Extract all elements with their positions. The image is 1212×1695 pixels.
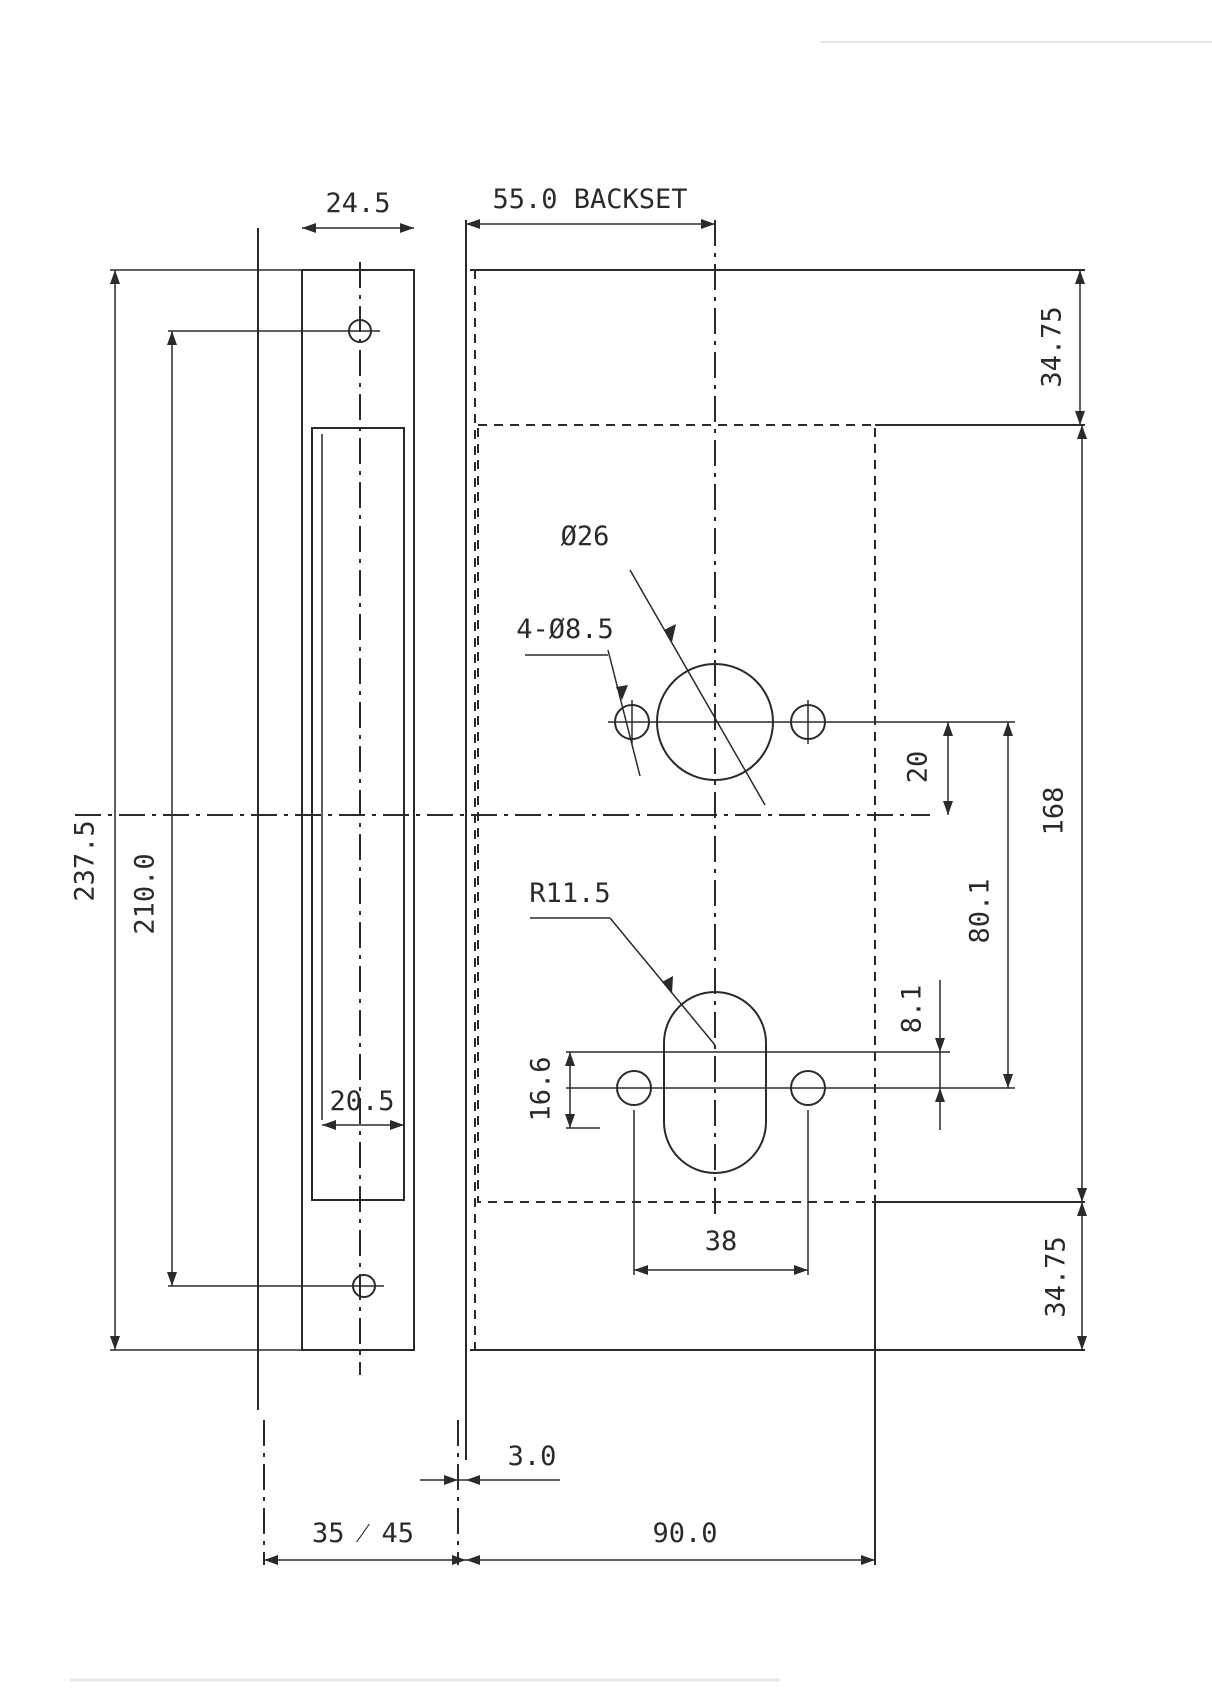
label-spindle-hole: Ø26 (561, 521, 610, 552)
label-fixing-holes: 4-Ø8.5 (516, 614, 614, 645)
dim-backset: 55.0 BACKSET (466, 184, 715, 229)
leader-fixing-holes: 4-Ø8.5 (516, 614, 641, 777)
dim-bottom-margin: 34.75 (1041, 1202, 1087, 1350)
dim-faceplate-height: 237.5 (70, 269, 302, 1351)
label-fixing-horizontal: 38 (705, 1226, 738, 1257)
leader-cylinder-radius: R11.5 (529, 878, 716, 1046)
dim-faceplate-width: 24.5 (302, 188, 414, 233)
dim-case-depth: 90.0 (466, 1518, 875, 1565)
dim-fixing-horizontal: 38 (634, 1226, 808, 1275)
label-fixing-vertical: 16.6 (526, 1056, 557, 1121)
label-case-depth: 90.0 (652, 1518, 717, 1549)
label-slot-width: 20.5 (329, 1086, 394, 1117)
label-cylinder-radius: R11.5 (529, 878, 610, 909)
label-spindle-offset: 20 (903, 751, 934, 784)
dim-fixing-vertical: 16.6 (526, 1052, 575, 1128)
faceplate (301, 262, 415, 1375)
dim-center-to-center: 80.1 (850, 722, 1015, 1089)
label-faceplate-thickness: 3.0 (508, 1441, 557, 1472)
label-door-thickness: 35 ⁄ 45 (312, 1518, 414, 1549)
label-bottom-margin: 34.75 (1041, 1236, 1072, 1317)
label-screw-spacing: 210.0 (130, 853, 161, 934)
spindle-assembly (608, 663, 1015, 781)
cylinder-hole (663, 991, 767, 1174)
dim-case-height: 168 (1039, 425, 1087, 1202)
dim-slot-width: 20.5 (322, 1086, 404, 1130)
label-top-margin: 34.75 (1037, 306, 1068, 387)
lock-case (470, 269, 1085, 1565)
faceplate-outline (301, 269, 415, 1351)
dim-faceplate-thickness: 3.0 (420, 1441, 560, 1485)
label-backset: 55.0 BACKSET (492, 184, 687, 215)
leader-spindle-hole: Ø26 (561, 521, 766, 806)
label-faceplate-height: 237.5 (70, 820, 101, 901)
dim-top-margin: 34.75 (1037, 270, 1085, 425)
dim-spindle-offset: 20 (903, 722, 953, 815)
mechanism-outline (477, 424, 876, 1203)
dim-screw-spacing: 210.0 (130, 330, 344, 1287)
label-case-height: 168 (1039, 787, 1070, 836)
cylinder-assembly (566, 991, 950, 1275)
label-center-to-center: 80.1 (965, 878, 996, 943)
dim-cylinder-offset: 8.1 (897, 980, 945, 1130)
dim-door-thickness: 35 ⁄ 45 (264, 1518, 466, 1565)
label-cylinder-offset: 8.1 (897, 985, 928, 1034)
label-faceplate-width: 24.5 (325, 188, 390, 219)
